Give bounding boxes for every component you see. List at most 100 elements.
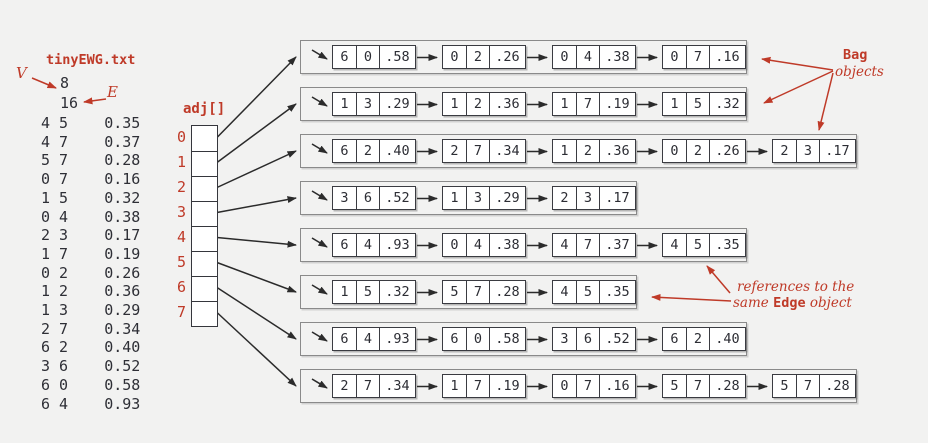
adj-to-list-arrow-4 — [216, 236, 297, 248]
edge-node-v: 6 — [333, 140, 356, 162]
edge-node-weight: .35 — [599, 281, 635, 303]
edge-node-w: 7 — [576, 234, 599, 256]
adj-cell-3 — [192, 201, 217, 226]
edge-list-line: 0 2 0.26 — [41, 263, 141, 282]
edge-node-weight: .37 — [599, 234, 635, 256]
edge-list-line: 5 7 0.28 — [41, 151, 141, 170]
edge-node-w: 2 — [686, 140, 709, 162]
edge-node-v: 0 — [663, 140, 686, 162]
next-node-arrow — [637, 53, 658, 61]
ref-annotation-line2: same Edge object — [733, 295, 852, 311]
adj-cell-7 — [192, 301, 217, 326]
edge-node-w: 7 — [466, 281, 489, 303]
ref-annotation-line1: references to the — [737, 279, 855, 295]
adj-index-label-7: 7 — [176, 303, 186, 321]
adj-to-list-arrow-3 — [216, 196, 297, 214]
next-node-arrow — [527, 241, 548, 249]
next-node-arrow — [417, 194, 438, 202]
next-node-arrow — [637, 147, 658, 155]
list-head-arrow — [311, 377, 328, 389]
edge-node-weight: .93 — [379, 328, 415, 350]
edge-node-weight: .34 — [489, 140, 525, 162]
next-node-arrow — [637, 241, 658, 249]
adj-index-label-3: 3 — [176, 203, 186, 221]
edge-node-weight: .40 — [709, 328, 745, 350]
edge-node-v: 5 — [443, 281, 466, 303]
list-head-arrow — [311, 236, 328, 248]
edge-node-weight: .93 — [379, 234, 415, 256]
next-node-arrow — [747, 382, 768, 390]
edge-node-w: 0 — [356, 46, 379, 68]
edge-node-w: 5 — [576, 281, 599, 303]
bag-annotation-subtitle: objects — [835, 64, 884, 80]
bag-arrow-row2 — [817, 72, 834, 131]
edge-node-w: 7 — [356, 375, 379, 397]
edge-node-weight: .17 — [599, 187, 635, 209]
adj-to-list-arrow-6 — [216, 286, 297, 340]
adj-index-label-5: 5 — [176, 253, 186, 271]
adj-to-list-arrow-5 — [216, 261, 297, 293]
list-head-arrow — [311, 48, 328, 60]
edge-node-weight: .52 — [599, 328, 635, 350]
edge-node-v: 0 — [443, 234, 466, 256]
edge-node-w: 2 — [686, 328, 709, 350]
edge-node-w: 7 — [466, 375, 489, 397]
next-node-arrow — [527, 382, 548, 390]
edge-node-v: 1 — [553, 140, 576, 162]
next-node-arrow — [637, 382, 658, 390]
list-head-arrow — [311, 330, 328, 342]
edge-node-weight: .29 — [489, 187, 525, 209]
edge-node-v: 6 — [333, 234, 356, 256]
edge-node-w: 3 — [576, 187, 599, 209]
edge-list-line: 1 5 0.32 — [41, 188, 141, 207]
edge-node-v: 1 — [553, 93, 576, 115]
edge-node-v: 6 — [333, 328, 356, 350]
edge-list-line: 1 7 0.19 — [41, 244, 141, 263]
next-node-arrow — [417, 288, 438, 296]
same-edge-arrow-row4 — [706, 265, 731, 294]
list-head-arrow — [311, 283, 328, 295]
edge-node-w: 4 — [356, 234, 379, 256]
adj-cell-4 — [192, 226, 217, 251]
edge-node-w: 4 — [466, 234, 489, 256]
next-node-arrow — [417, 147, 438, 155]
edge-node-v: 6 — [443, 328, 466, 350]
edge-node-weight: .32 — [379, 281, 415, 303]
next-node-arrow — [527, 53, 548, 61]
adj-cell-6 — [192, 276, 217, 301]
edge-node-v: 2 — [333, 375, 356, 397]
adj-cell-1 — [192, 151, 217, 176]
edge-list-line: 4 7 0.37 — [41, 132, 141, 151]
next-node-arrow — [417, 100, 438, 108]
edge-node-weight: .36 — [599, 140, 635, 162]
next-node-arrow — [417, 382, 438, 390]
edge-node-v: 0 — [443, 46, 466, 68]
adj-to-list-arrow-0 — [216, 56, 297, 139]
edge-node-v: 4 — [663, 234, 686, 256]
edge-node-weight: .38 — [489, 234, 525, 256]
next-node-arrow — [527, 194, 548, 202]
next-node-arrow — [527, 100, 548, 108]
edge-node-v: 6 — [663, 328, 686, 350]
edge-node-v: 1 — [443, 93, 466, 115]
bag-annotation-title: Bag — [843, 47, 868, 63]
